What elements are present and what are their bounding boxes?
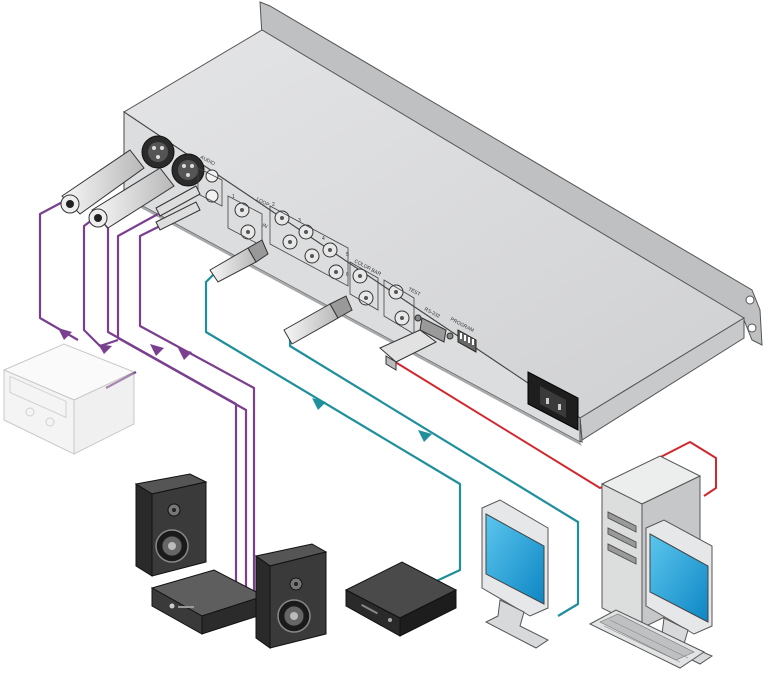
label-ch-1: 1 xyxy=(232,194,235,200)
power-socket xyxy=(527,371,579,431)
bnc-plug-1 xyxy=(209,239,269,283)
video-player-icon xyxy=(344,561,458,637)
speaker-icon xyxy=(254,543,328,649)
xlr-plug-2 xyxy=(88,167,175,229)
bnc-connectors-inner xyxy=(240,208,404,320)
video-arrows xyxy=(312,398,432,442)
rca-jacks xyxy=(205,169,219,203)
label-ch-3: 3 xyxy=(298,218,301,224)
serial-plug xyxy=(379,329,437,371)
cassette-deck-icon xyxy=(2,343,136,455)
xlr-plug-1 xyxy=(60,149,145,215)
xlr-connector-2 xyxy=(171,153,205,187)
video-cables xyxy=(204,271,580,617)
label-ch-5: 5 xyxy=(346,252,349,258)
amplifier-icon xyxy=(150,569,266,635)
label-ch-6: 6 xyxy=(346,272,349,278)
bnc-plug-2 xyxy=(283,295,353,345)
speaker-icon xyxy=(134,473,208,577)
dip-switch xyxy=(457,329,477,353)
data-cable xyxy=(391,359,717,497)
xlr-connector-1 xyxy=(141,135,175,169)
label-ch-2: 2 xyxy=(272,202,275,208)
monitor-icon xyxy=(481,499,549,649)
keyboard-icon xyxy=(588,609,706,669)
label-in: IN xyxy=(261,222,269,230)
rs232-port xyxy=(414,314,454,343)
monitor-icon xyxy=(645,519,714,665)
rca-plugs xyxy=(155,185,201,231)
audio-arrows xyxy=(58,328,192,360)
label-ch-4: 4 xyxy=(322,236,325,242)
label-test: TEST xyxy=(407,286,421,297)
